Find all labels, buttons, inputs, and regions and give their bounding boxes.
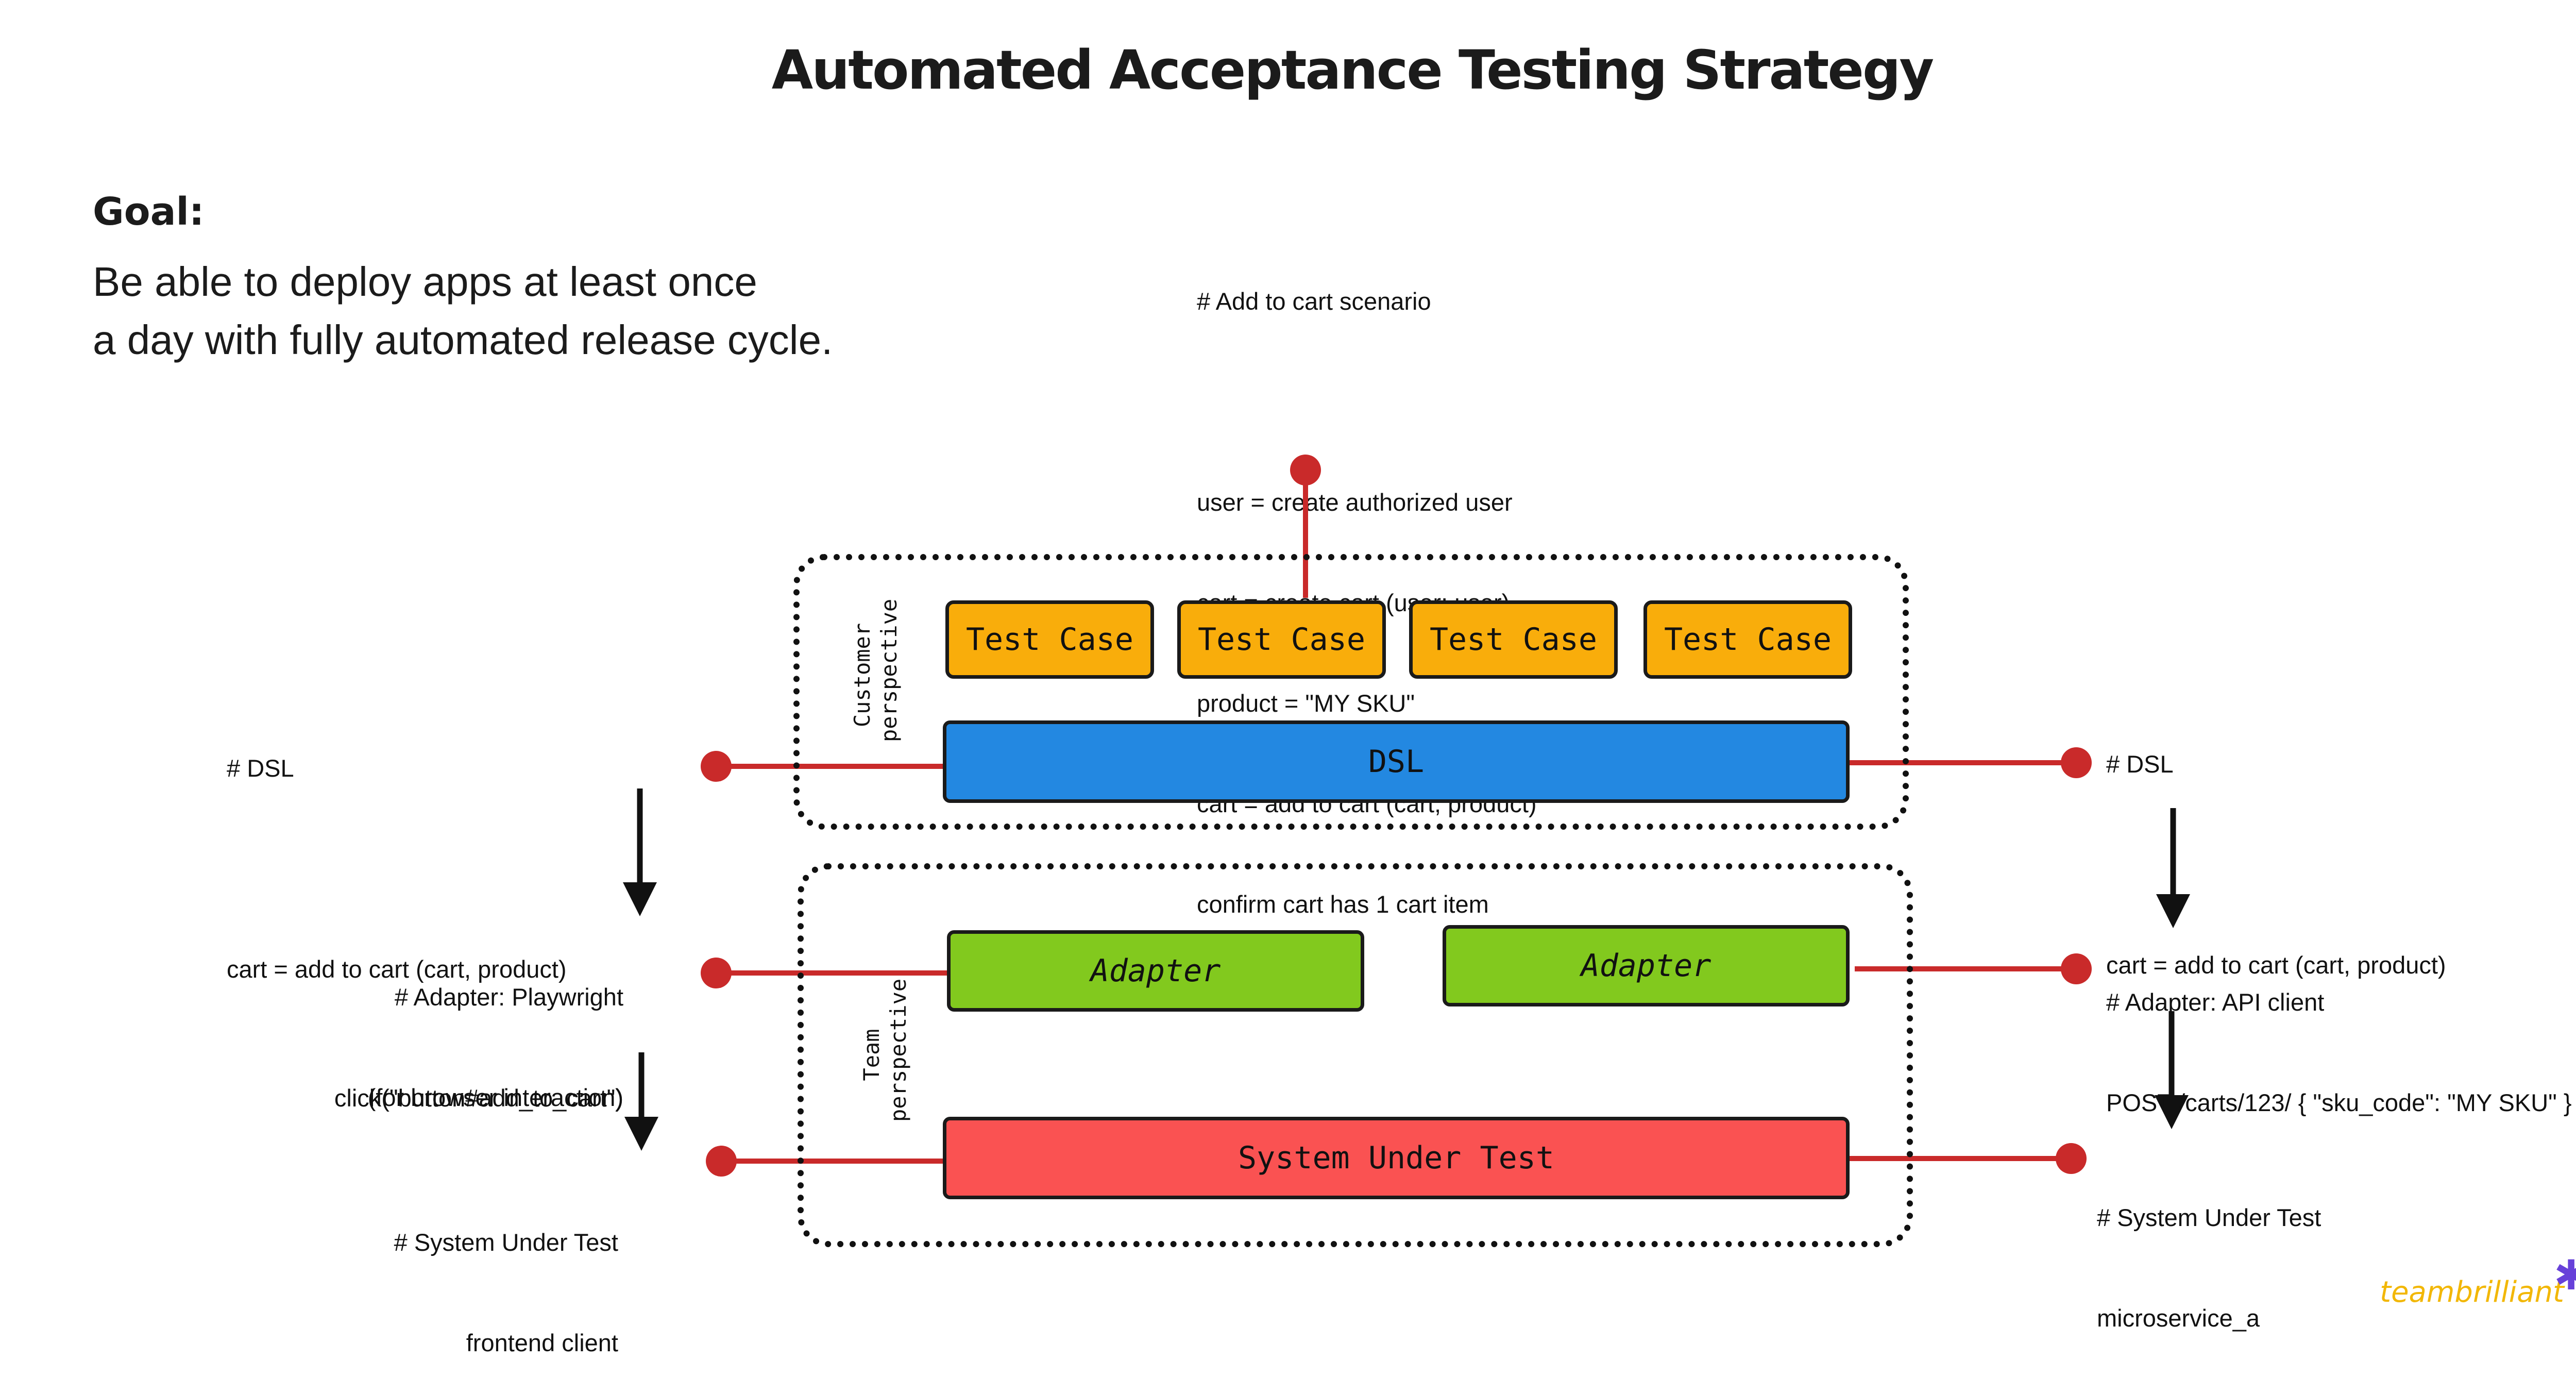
note-line: click("button#add_to_cart") — [334, 1084, 623, 1112]
adapter-box-right: Adapter — [1443, 925, 1850, 1006]
dot-sut-right — [2056, 1143, 2087, 1174]
dot-scenario — [1290, 455, 1321, 485]
test-case-box: Test Case — [1409, 600, 1618, 679]
test-case-box: Test Case — [1643, 600, 1852, 679]
note-line: cart = add to cart (cart, product) — [2106, 951, 2446, 979]
left-call-note: click("button#add_to_cart") — [289, 1014, 623, 1148]
goal-line: Be able to deploy apps at least once — [93, 259, 757, 305]
note-line: # System Under Test — [2097, 1204, 2321, 1231]
dsl-box: DSL — [943, 720, 1850, 803]
note-line: # DSL — [227, 754, 294, 782]
note-line: frontend client — [466, 1329, 618, 1356]
team-label-line: perspective — [886, 978, 911, 1122]
dot-sut-left — [706, 1146, 737, 1177]
right-adapter-note: # Adapter: API client POST /carts/123/ {… — [2106, 918, 2572, 1153]
dot-adapter-right — [2061, 953, 2092, 984]
dot-dsl-left — [701, 751, 732, 782]
left-dsl-note: # DSL cart = add to cart (cart, product) — [227, 684, 567, 1019]
note-line: # System Under Test — [394, 1229, 618, 1256]
customer-perspective-zone — [793, 554, 1909, 830]
left-adapter-note: # Adapter: Playwright (for browser inter… — [289, 913, 623, 1148]
note-line — [227, 852, 567, 885]
dot-adapter-left — [701, 958, 732, 988]
note-line: microservice_a — [2097, 1304, 2260, 1332]
scenario-line: user = create authorized user — [1197, 489, 1513, 516]
note-line — [2106, 848, 2446, 881]
test-case-box: Test Case — [1177, 600, 1386, 679]
scenario-line: product = "MY SKU" — [1197, 690, 1415, 717]
customer-perspective-label: Customer perspective — [849, 599, 903, 742]
page-title: Automated Acceptance Testing Strategy — [771, 39, 1934, 102]
note-line: # DSL — [2106, 750, 2174, 778]
customer-label-line: Customer — [850, 623, 875, 728]
system-under-test-box: System Under Test — [943, 1117, 1850, 1199]
right-sut-note: # System Under Test microservice_a — [2097, 1134, 2321, 1368]
asterisk-icon: ✱ — [2553, 1252, 2576, 1298]
left-sut-note: # System Under Test frontend client — [289, 1159, 618, 1393]
team-perspective-zone — [798, 863, 1913, 1247]
team-label-line: Team — [859, 1029, 884, 1081]
dot-dsl-right — [2061, 747, 2092, 778]
customer-label-line: perspective — [876, 598, 902, 742]
team-perspective-label: Team perspective — [858, 979, 912, 1122]
note-line: (for browser interaction) — [367, 1084, 623, 1111]
note-line: # Adapter: Playwright — [394, 983, 623, 1011]
right-dsl-note: # DSL cart = add to cart (cart, product) — [2106, 680, 2446, 1015]
goal-label: Goal: — [93, 190, 205, 234]
scenario-line: # Add to cart scenario — [1197, 288, 1431, 315]
brand-logo-text: teambrilliant — [2380, 1275, 2564, 1309]
test-case-box: Test Case — [945, 600, 1154, 679]
scenario-line: confirm cart has 1 cart item — [1197, 891, 1489, 918]
goal-text: Be able to deploy apps at least once a d… — [93, 253, 1072, 369]
note-line: # Adapter: API client — [2106, 988, 2325, 1016]
goal-line: a day with fully automated release cycle… — [93, 317, 833, 363]
note-line: POST /carts/123/ { "sku_code": "MY SKU" … — [2106, 1089, 2572, 1116]
adapter-box-left: Adapter — [947, 930, 1364, 1012]
note-line: cart = add to cart (cart, product) — [227, 955, 567, 983]
